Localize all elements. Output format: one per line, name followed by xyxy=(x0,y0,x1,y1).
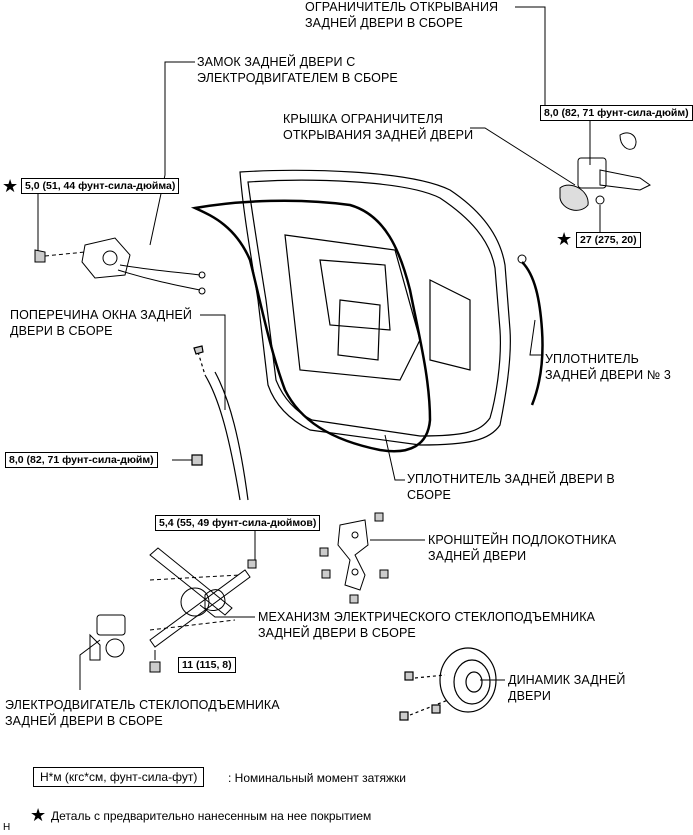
leader-stopper xyxy=(515,6,546,105)
rear-door-panel xyxy=(239,169,511,446)
regulator-motor-assy xyxy=(89,614,126,661)
legend-unit-box: Н*м (кгс*см, фунт-сила-фут) xyxy=(33,767,205,787)
legend-unit-text: : Номинальный момент затяжки xyxy=(228,771,406,785)
window-regulator-assy xyxy=(149,547,257,673)
label-lock-1: ЗАМОК ЗАДНЕЙ ДВЕРИ С xyxy=(197,55,356,69)
label-stopper-1: ОГРАНИЧИТЕЛЬ ОТКРЫВАНИЯ xyxy=(305,0,499,14)
star-icon: ★ xyxy=(556,229,573,249)
torque-motor: 11 (115, 8) xyxy=(178,657,236,673)
label-regulator-2: ЗАДНЕЙ ДВЕРИ В СБОРЕ xyxy=(258,626,416,640)
door-lock-assy xyxy=(34,237,206,295)
label-speaker-2: ДВЕРИ xyxy=(508,689,551,703)
label-bracket-1: КРОНШТЕЙН ПОДЛОКОТНИКА xyxy=(428,533,617,547)
torque-stopper: 8,0 (82, 71 фунт-сила-дюйм) xyxy=(540,105,693,121)
door-speaker xyxy=(399,647,497,721)
leader-lock xyxy=(149,61,195,246)
label-seal3-2: ЗАДНЕЙ ДВЕРИ № 3 xyxy=(545,368,671,382)
label-seal-1: УПЛОТНИТЕЛЬ ЗАДНЕЙ ДВЕРИ В xyxy=(407,472,615,486)
label-lock-2: ЭЛЕКТРОДВИГАТЕЛЕМ В СБОРЕ xyxy=(197,71,398,85)
window-frame-assy xyxy=(191,345,249,501)
torque-regulator: 5,4 (55, 49 фунт-сила-дюймов) xyxy=(155,515,321,531)
label-motor-1: ЭЛЕКТРОДВИГАТЕЛЬ СТЕКЛОПОДЪЕМНИКА xyxy=(5,698,280,712)
star-icon: ★ xyxy=(30,805,47,825)
door-stopper-assy xyxy=(559,132,651,211)
star-icon: ★ xyxy=(2,176,19,196)
label-frame-2: ДВЕРИ В СБОРЕ xyxy=(10,324,113,338)
label-regulator-1: МЕХАНИЗМ ЭЛЕКТРИЧЕСКОГО СТЕКЛОПОДЪЕМНИКА xyxy=(258,610,596,624)
legend-star-text: Деталь с предварительно нанесенным на не… xyxy=(51,809,372,823)
leader-frame xyxy=(200,314,226,410)
label-seal3-1: УПЛОТНИТЕЛЬ xyxy=(545,352,639,366)
torque-lock: 5,0 (51, 44 фунт-сила-дюйма) xyxy=(21,178,180,194)
label-motor-2: ЗАДНЕЙ ДВЕРИ В СБОРЕ xyxy=(5,714,163,728)
door-seal-no3 xyxy=(521,261,544,406)
torque-frame: 8,0 (82, 71 фунт-сила-дюйм) xyxy=(5,452,158,468)
corner-code: H xyxy=(3,822,11,833)
label-stopper-2: ЗАДНЕЙ ДВЕРИ В СБОРЕ xyxy=(305,16,463,30)
leader-seal3 xyxy=(529,319,542,356)
armrest-bracket xyxy=(319,512,389,604)
label-speaker-1: ДИНАМИК ЗАДНЕЙ xyxy=(508,673,626,687)
label-stopper-cover-1: КРЫШКА ОГРАНИЧИТЕЛЯ xyxy=(283,112,443,126)
leader-motor xyxy=(79,639,101,690)
leader-stopper-cover xyxy=(470,127,576,186)
label-seal-2: СБОРЕ xyxy=(407,488,451,502)
label-bracket-2: ЗАДНЕЙ ДВЕРИ xyxy=(428,549,527,563)
torque-stopper-bolt: 27 (275, 20) xyxy=(576,232,641,248)
label-stopper-cover-2: ОТКРЫВАНИЯ ЗАДНЕЙ ДВЕРИ xyxy=(283,128,474,142)
label-frame-1: ПОПЕРЕЧИНА ОКНА ЗАДНЕЙ xyxy=(10,308,193,322)
door-weatherstrip xyxy=(190,199,432,453)
leader-regulator xyxy=(199,604,255,618)
